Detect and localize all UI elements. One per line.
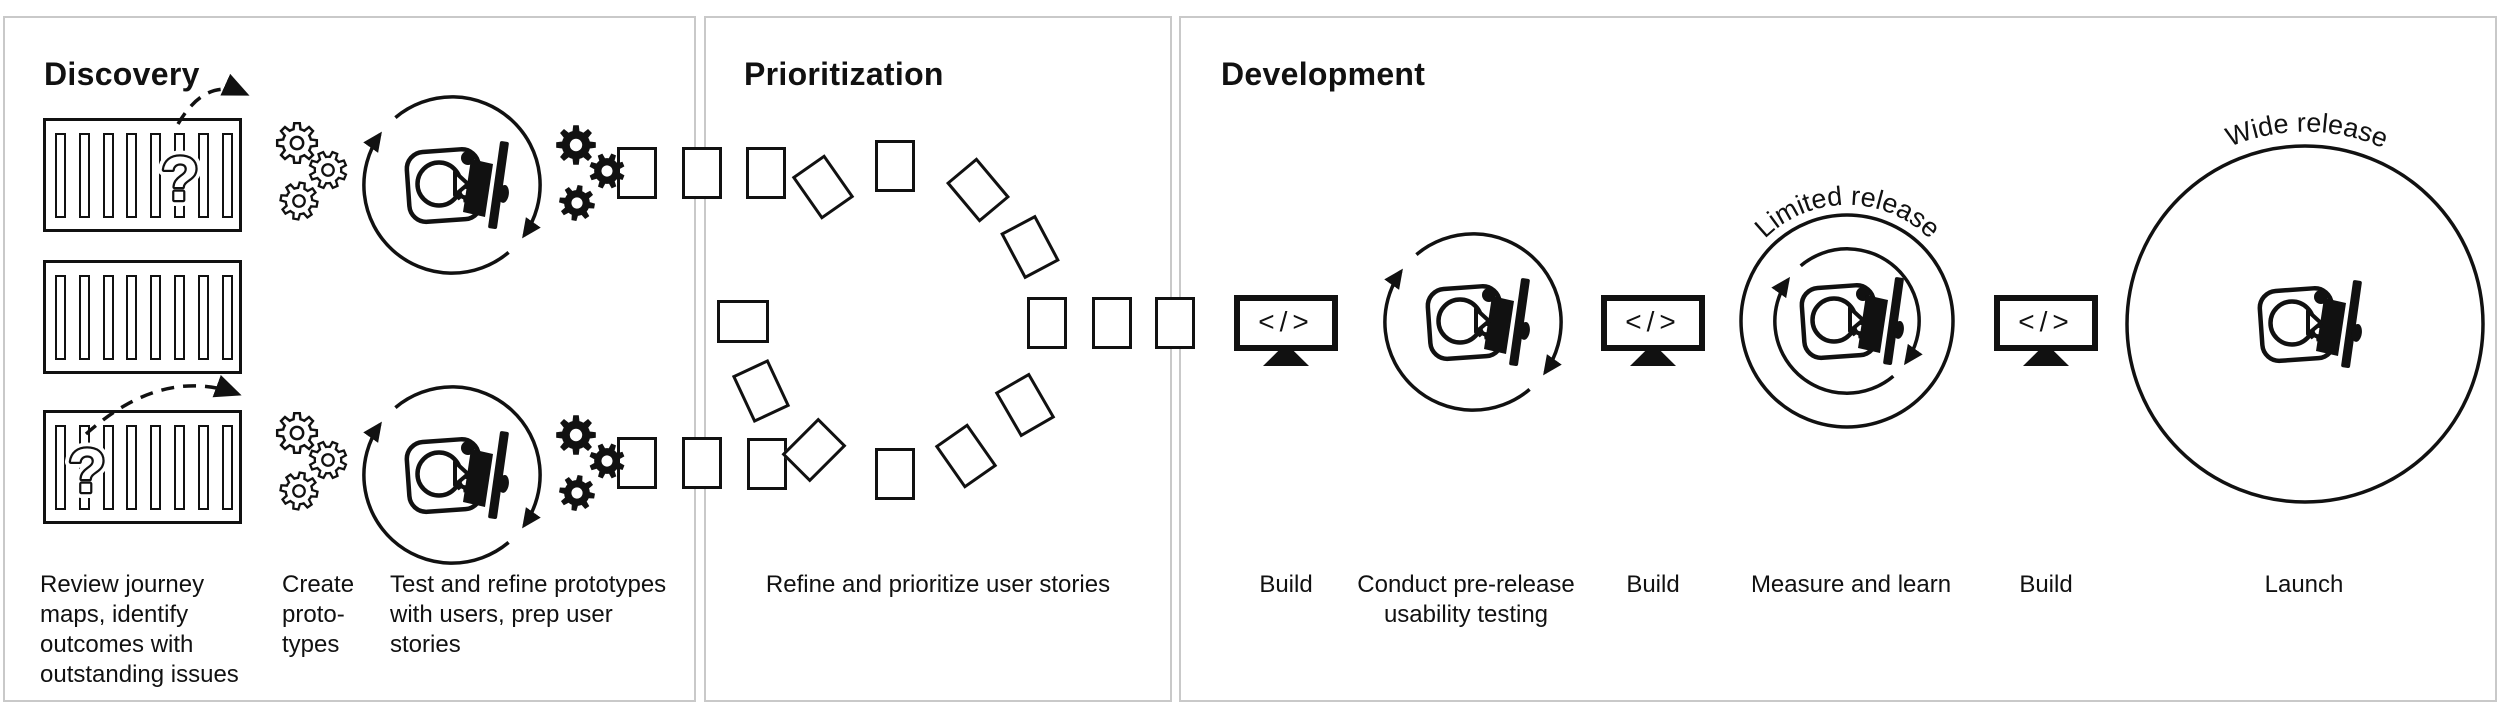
label-usability-testing: Conduct pre-release usability testing <box>1357 571 1575 628</box>
journey-map-icon <box>43 260 242 374</box>
journey-bar <box>102 425 114 510</box>
journey-bar <box>197 425 209 510</box>
label-create-prototypes: Create proto- types <box>282 571 355 658</box>
journey-bar <box>55 425 66 510</box>
user-story-card-icon <box>682 437 722 489</box>
journey-bar <box>55 133 66 218</box>
user-story-card-icon <box>617 147 657 199</box>
user-story-card-icon <box>1092 297 1132 349</box>
journey-bar <box>150 275 162 360</box>
journey-bar <box>221 425 233 510</box>
journey-bar <box>221 133 233 218</box>
panel-title-discovery: Discovery <box>44 56 200 92</box>
code-glyph: </> <box>2018 306 2074 337</box>
monitor-stand <box>1263 351 1309 366</box>
monitor-stand <box>1630 351 1676 366</box>
journey-bar <box>150 425 162 510</box>
user-story-card-icon <box>717 300 769 343</box>
label-launch: Launch <box>2264 571 2344 598</box>
journey-map-icon <box>43 118 242 232</box>
journey-bar <box>126 275 138 360</box>
code-glyph: </> <box>1258 306 1314 337</box>
label-review-journey-maps: Review journey maps, identify outcomes w… <box>40 571 239 688</box>
code-monitor-icon: </> <box>1994 295 2098 351</box>
journey-bar <box>197 275 209 360</box>
journey-bar <box>150 133 162 218</box>
journey-bar <box>78 425 90 510</box>
user-story-card-icon <box>1155 297 1195 349</box>
code-monitor-icon: </> <box>1601 295 1705 351</box>
journey-bar <box>197 133 209 218</box>
user-story-card-icon <box>875 140 915 192</box>
journey-bar <box>174 133 185 218</box>
journey-map-icon <box>43 410 242 524</box>
journey-bar <box>55 275 66 360</box>
label-build-2: Build <box>1626 571 1680 598</box>
code-monitor-icon: </> <box>1234 295 1338 351</box>
journey-bar <box>174 275 185 360</box>
label-refine-prioritize: Refine and prioritize user stories <box>765 571 1111 598</box>
journey-bar <box>174 425 185 510</box>
user-story-card-icon <box>682 147 722 199</box>
user-story-card-icon <box>875 448 915 500</box>
journey-bar <box>78 275 90 360</box>
journey-bar <box>126 425 138 510</box>
user-story-card-icon <box>1027 297 1067 349</box>
label-build-1: Build <box>1259 571 1313 598</box>
user-story-card-icon <box>746 147 786 199</box>
journey-bar <box>102 275 114 360</box>
panel-title-development: Development <box>1221 56 1426 92</box>
label-measure-learn: Measure and learn <box>1750 571 1952 598</box>
journey-bar <box>78 133 90 218</box>
label-test-refine: Test and refine prototypes with users, p… <box>390 571 667 658</box>
panel-prioritization <box>704 16 1172 702</box>
code-glyph: </> <box>1625 306 1681 337</box>
label-build-3: Build <box>2019 571 2073 598</box>
user-story-card-icon <box>617 437 657 489</box>
monitor-stand <box>2023 351 2069 366</box>
user-story-card-icon <box>747 438 787 490</box>
journey-bar <box>126 133 138 218</box>
panel-title-prioritization: Prioritization <box>744 56 944 92</box>
journey-bar <box>102 133 114 218</box>
journey-bar <box>221 275 233 360</box>
